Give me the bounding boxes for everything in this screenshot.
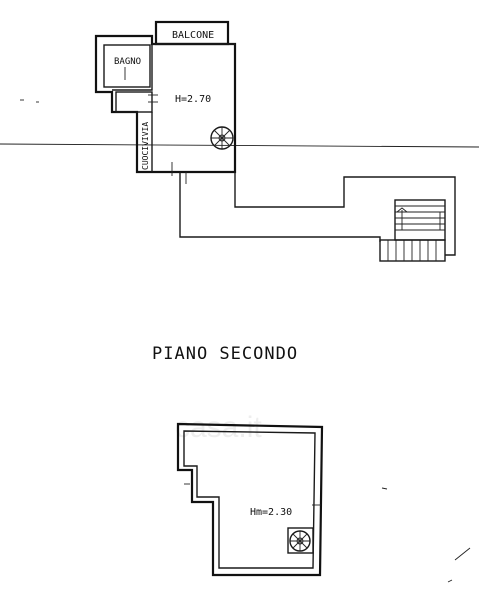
spiral-staircase-icon xyxy=(287,527,314,554)
bathroom-outline xyxy=(103,44,151,88)
upper-height-label: H=2.70 xyxy=(175,94,211,105)
stray-mark xyxy=(454,547,471,561)
lower-height-label: Hm=2.30 xyxy=(250,507,292,518)
bathroom-divider xyxy=(112,44,153,91)
staircase-icon xyxy=(379,199,446,262)
balcony-label: BALCONE xyxy=(172,30,214,41)
bathroom-label: BAGNO xyxy=(114,57,141,67)
corridor-upper-wall xyxy=(234,172,456,256)
main-room-outline xyxy=(94,34,237,174)
stray-mark xyxy=(381,487,388,490)
lower-room-inner-outline xyxy=(183,430,316,569)
watermark-logo: casa.it xyxy=(175,411,262,444)
lower-floor-plan: Hm=2.30 xyxy=(176,422,471,583)
upper-floor-plan: BALCONE BAGNO H=2.70 CUOCIVIVIA xyxy=(0,20,479,262)
crawlspace-label: CUOCIVIVIA xyxy=(141,122,150,170)
stray-mark xyxy=(447,579,453,583)
section-title: PIANO SECONDO xyxy=(152,344,298,364)
closet-outline xyxy=(115,91,153,113)
reference-line xyxy=(0,143,479,148)
spiral-staircase-icon xyxy=(210,126,234,150)
lower-room-outline xyxy=(176,422,324,577)
